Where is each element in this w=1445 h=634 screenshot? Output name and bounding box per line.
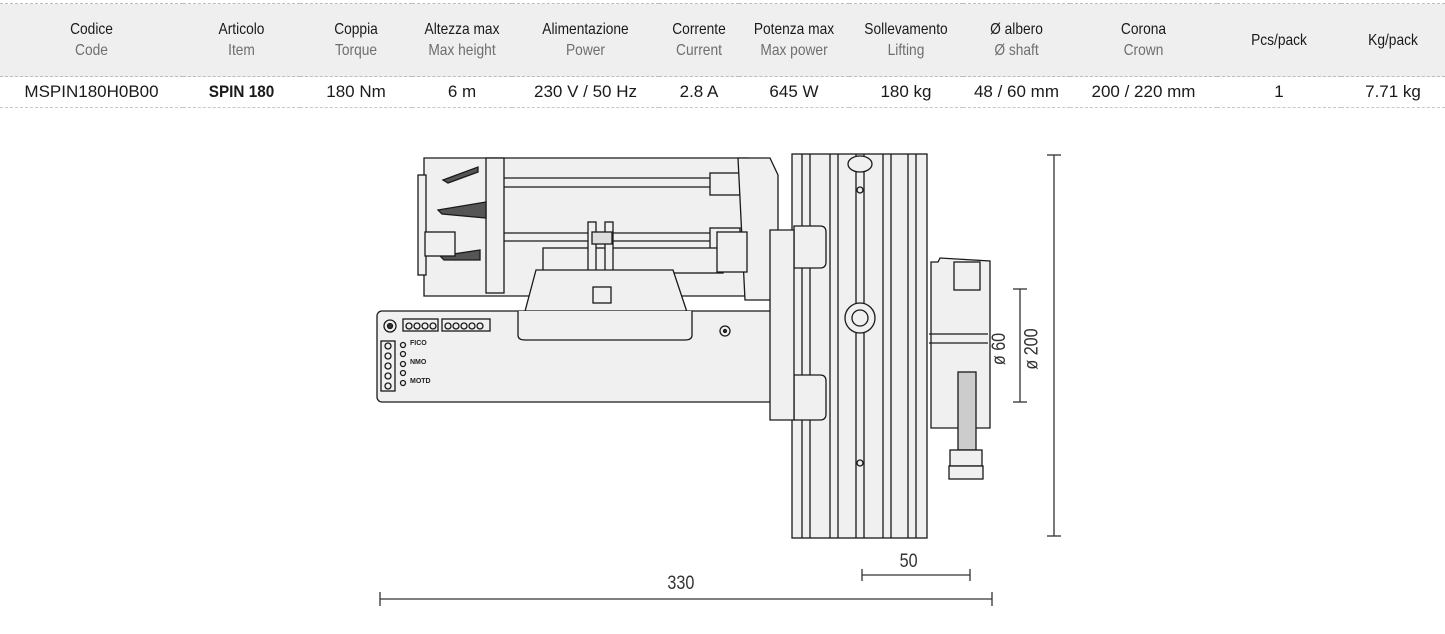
dimension-label-50: 50: [899, 551, 918, 572]
dimension-label-diameter-200: ø 200: [1021, 328, 1043, 370]
control-board: [376, 310, 777, 403]
cell-crown: 200 / 220 mm: [1070, 76, 1217, 108]
cell-code: MSPIN180H0B00: [0, 76, 183, 108]
motor-body: [417, 157, 779, 301]
cell-torque: 180 Nm: [300, 76, 412, 108]
cell-pcs-pack: 1: [1217, 76, 1341, 108]
dimension-label-330: 330: [667, 573, 695, 594]
cell-power: 230 V / 50 Hz: [512, 76, 659, 108]
cell-item: SPIN 180: [188, 76, 295, 108]
cell-current: 2.8 A: [659, 76, 739, 108]
dimension-line-diameter-200: [1047, 154, 1061, 537]
board-label-nmo: NMO: [410, 359, 427, 366]
cell-max-height: 6 m: [412, 76, 512, 108]
board-label-fico: FICO: [410, 340, 427, 347]
cell-kg-pack: 7.71 kg: [1341, 76, 1445, 108]
cell-lifting: 180 kg: [849, 76, 963, 108]
col-pcs-pack: Pcs/pack: [1217, 3, 1341, 77]
shaft-adapter: [929, 257, 991, 480]
col-kg-pack: Kg/pack: [1341, 3, 1445, 77]
table-row: MSPIN180H0B00 SPIN 180 180 Nm 6 m 230 V …: [0, 76, 1445, 108]
dimension-label-diameter-60: ø 60: [989, 332, 1011, 366]
cell-max-power: 645 W: [739, 76, 849, 108]
crown-pulley: [769, 153, 928, 539]
cell-shaft: 48 / 60 mm: [963, 76, 1070, 108]
connector-cover: [522, 269, 689, 328]
board-label-motd: MOTD: [410, 378, 431, 385]
